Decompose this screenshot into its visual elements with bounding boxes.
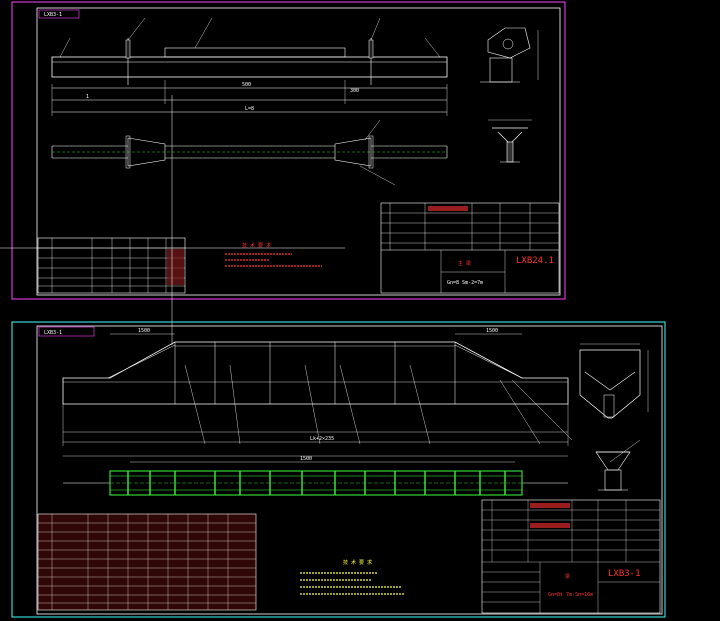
dim-half: 1 bbox=[86, 94, 89, 100]
sheet-1-border bbox=[11, 1, 566, 300]
sheet-2: LXB3-1 1500 1500 Lk+2×235 bbox=[11, 321, 666, 618]
notes-2: 技 术 要 求 bbox=[300, 559, 405, 595]
sheet-2-border bbox=[11, 321, 666, 618]
dim-a: 500 bbox=[242, 82, 251, 88]
girder-plan bbox=[51, 119, 448, 186]
title-block-1: 主 梁 Gn=8 Sm-2=7m LXB24.1 bbox=[380, 202, 560, 294]
drawing-no-1: LXB24.1 bbox=[516, 256, 554, 266]
notes-1: 技 术 要 求 bbox=[225, 242, 322, 267]
title-2: 梁 bbox=[565, 573, 570, 580]
notes-1-heading: 技 术 要 求 bbox=[242, 242, 271, 249]
dim2-left: 1500 bbox=[138, 328, 150, 334]
dim2-seg: 1500 bbox=[300, 456, 312, 462]
sheet-1-tag-box bbox=[38, 9, 80, 19]
dim2-right: 1500 bbox=[486, 328, 498, 334]
girder2-elevation: 1500 1500 Lk+2×235 bbox=[62, 328, 573, 446]
girder2-plan: 1500 bbox=[63, 455, 568, 496]
dim2-total: Lk+2×235 bbox=[310, 436, 334, 442]
girder-elevation: 1 L=8 300 500 bbox=[51, 17, 448, 116]
detail-section bbox=[488, 119, 532, 163]
sheet-1-tag: LXB3-1 bbox=[44, 12, 62, 18]
scale-2: Gn=8t 7m-Sn=16m bbox=[548, 592, 593, 598]
section-a-a bbox=[579, 343, 649, 419]
title-1: 主 梁 bbox=[458, 260, 471, 267]
dim-span: L=8 bbox=[245, 106, 254, 112]
sheet-2-frame bbox=[36, 325, 663, 615]
drawing-no-2: LXB3-1 bbox=[608, 569, 641, 579]
sheet-2-tag: LXB3-1 bbox=[44, 330, 62, 336]
section-b-b bbox=[595, 439, 641, 491]
title-block-2: 梁 Gn=8t 7m-Sn=16m LXB3-1 bbox=[481, 499, 661, 614]
notes-2-heading: 技 术 要 求 bbox=[343, 559, 372, 566]
material-table-1 bbox=[37, 237, 186, 294]
detail-top-right bbox=[480, 27, 539, 83]
material-table-2 bbox=[37, 513, 257, 611]
sheet-1: LXB3-1 1 L=8 300 500 bbox=[11, 1, 566, 300]
scale-1: Gn=8 Sm-2=7m bbox=[447, 280, 483, 286]
sheet-1-frame bbox=[36, 7, 561, 296]
dim-b: 300 bbox=[350, 88, 359, 94]
